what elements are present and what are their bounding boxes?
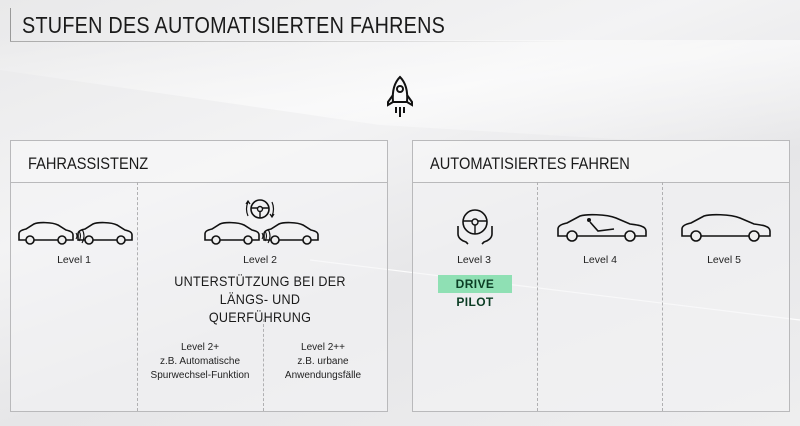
car-icon xyxy=(678,212,774,244)
divider-dashed xyxy=(263,319,264,411)
level-1-label: Level 1 xyxy=(57,254,91,266)
level-2-plus-title: Level 2+ xyxy=(180,342,220,353)
divider-dashed xyxy=(537,182,538,411)
hands-on-wheel-icon xyxy=(452,206,498,246)
level-2-plus-text: Level 2+ z.B. Automatische Spurwechsel-F… xyxy=(135,341,265,383)
level-2-label: Level 2 xyxy=(243,254,277,266)
reclined-seat-car-icon xyxy=(554,212,650,244)
level1-cars-icon xyxy=(16,220,134,246)
panel-title-fahrassistenz: FAHRASSISTENZ xyxy=(28,154,149,173)
level-2-plusplus-text: Level 2++ z.B. urbane Anwendungsfälle xyxy=(258,341,388,383)
panel-fahrassistenz: FAHRASSISTENZ xyxy=(10,140,388,412)
title-rule-horizontal xyxy=(10,41,570,42)
panel-header: AUTOMATISIERTES FAHREN xyxy=(413,141,789,183)
steering-wheel-icon xyxy=(244,196,276,222)
level-2-plusplus-title: Level 2++ xyxy=(301,342,345,353)
level-5-label: Level 5 xyxy=(707,254,741,266)
level-2-description-line: UNTERSTÜTZUNG BEI DER xyxy=(174,273,346,289)
rocket-icon xyxy=(383,75,417,121)
level-2-plusplus-line: z.B. urbane xyxy=(297,356,349,367)
panel-automatisiertes-fahren: AUTOMATISIERTES FAHREN xyxy=(412,140,790,412)
drive-pilot-badge: DRIVE PILOT xyxy=(438,275,512,309)
level-2-plus-line: z.B. Automatische xyxy=(159,356,241,367)
divider-dashed xyxy=(662,182,663,411)
level-2-description: UNTERSTÜTZUNG BEI DER LÄNGS- UND QUERFÜH… xyxy=(170,272,350,326)
panel-header: FAHRASSISTENZ xyxy=(11,141,387,183)
level-2-plus-line: Spurwechsel-Funktion xyxy=(150,370,250,381)
page-title: STUFEN DES AUTOMATISIERTEN FAHRENS xyxy=(22,12,446,38)
level2-cars-icon xyxy=(202,220,320,246)
level-4-label: Level 4 xyxy=(583,254,617,266)
level-2-plusplus-line: Anwendungsfälle xyxy=(284,370,362,381)
title-rule-vertical xyxy=(10,8,11,42)
level-3-label: Level 3 xyxy=(457,254,491,266)
divider-dashed xyxy=(137,182,138,411)
panel-title-automatisiertes-fahren: AUTOMATISIERTES FAHREN xyxy=(430,154,630,173)
level-2-description-line: LÄNGS- UND QUERFÜHRUNG xyxy=(208,291,312,325)
